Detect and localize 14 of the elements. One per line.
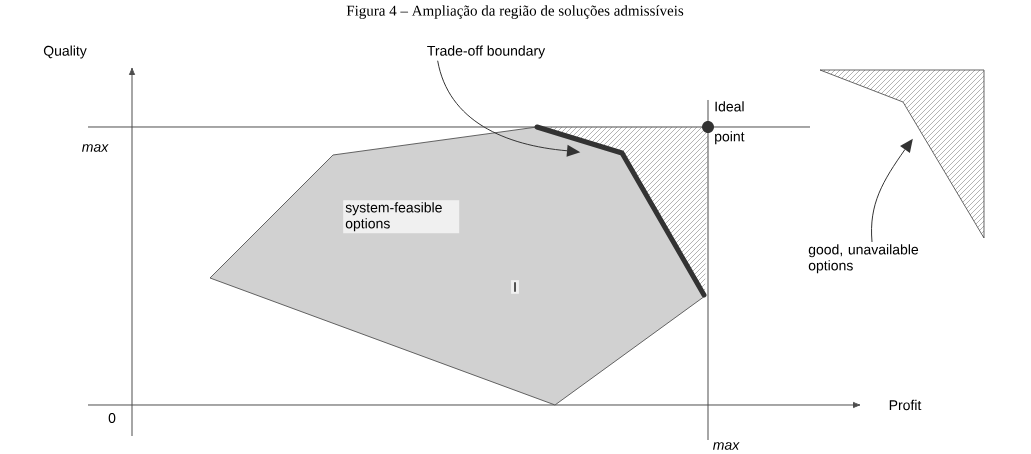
callout-text: good, unavailable options [808, 244, 919, 274]
tick-label: 0 [108, 413, 116, 423]
point-label: Ideal point [715, 101, 745, 145]
feasible-region: system-feasible options I [209, 126, 706, 406]
arrow [437, 60, 581, 157]
callout-text: Trade-off boundary [427, 45, 546, 59]
axis-label: Profit [889, 399, 922, 411]
tick-label: max [82, 144, 109, 152]
hatched-triangle [819, 69, 985, 239]
arrow [871, 138, 913, 243]
trade-off-boundary [534, 124, 707, 298]
tick-label: max [713, 442, 740, 450]
axis-label: Quality [43, 45, 87, 59]
figure-title: Figura 4 – Ampliação da região de soluções admissíveis [346, 5, 684, 19]
